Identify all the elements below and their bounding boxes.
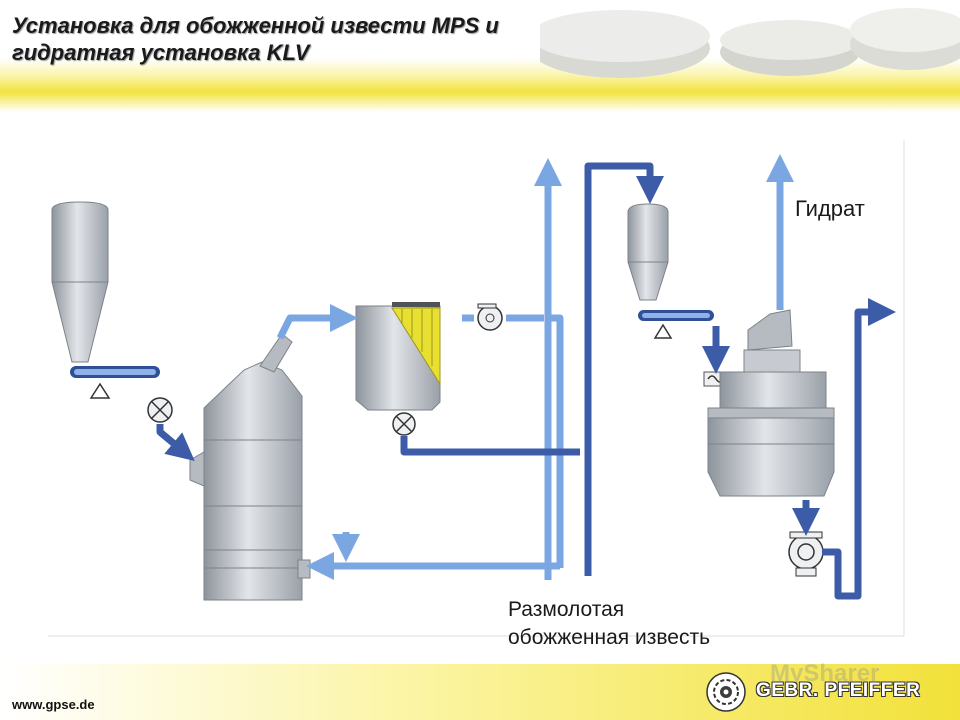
watermark: MySharer bbox=[770, 660, 880, 687]
title-line-2: гидратная установка KLV bbox=[12, 40, 310, 65]
feed-belt-conveyor bbox=[70, 366, 160, 399]
gear-logo-icon bbox=[706, 672, 746, 712]
hydrate-fan bbox=[788, 531, 824, 577]
ground-lime-label: Размолотая обожженная известь bbox=[508, 596, 710, 652]
feed-silo bbox=[51, 201, 109, 363]
ground-lime-label-line-2: обожженная известь bbox=[508, 626, 711, 649]
footer-banner bbox=[0, 664, 960, 720]
bag-filter bbox=[355, 302, 441, 411]
hydrate-silo bbox=[627, 203, 669, 301]
filter-rotary-valve bbox=[392, 412, 416, 436]
hydrate-belt-conveyor bbox=[638, 310, 714, 339]
header-banner: Установка для обожженной извести MPS и г… bbox=[0, 0, 960, 112]
title-line-1: Установка для обожженной извести MPS и bbox=[12, 13, 499, 38]
exhaust-fan bbox=[477, 303, 503, 331]
light-pipes bbox=[276, 154, 794, 580]
klv-hydrator bbox=[707, 309, 835, 497]
brand-name: GEBR. PFEIFFER bbox=[756, 680, 921, 701]
header-decoration bbox=[540, 8, 960, 78]
mps-mill bbox=[189, 333, 311, 601]
hydrate-label: Гидрат bbox=[795, 196, 865, 221]
process-diagram bbox=[48, 140, 905, 637]
ground-lime-label-line-1: Размолотая bbox=[508, 598, 625, 621]
page-title: Установка для обожженной извести MPS и г… bbox=[12, 12, 499, 66]
footer-url: www.gpse.de bbox=[12, 697, 95, 712]
feed-rotary-valve bbox=[147, 397, 173, 423]
dark-pipes bbox=[156, 162, 896, 600]
